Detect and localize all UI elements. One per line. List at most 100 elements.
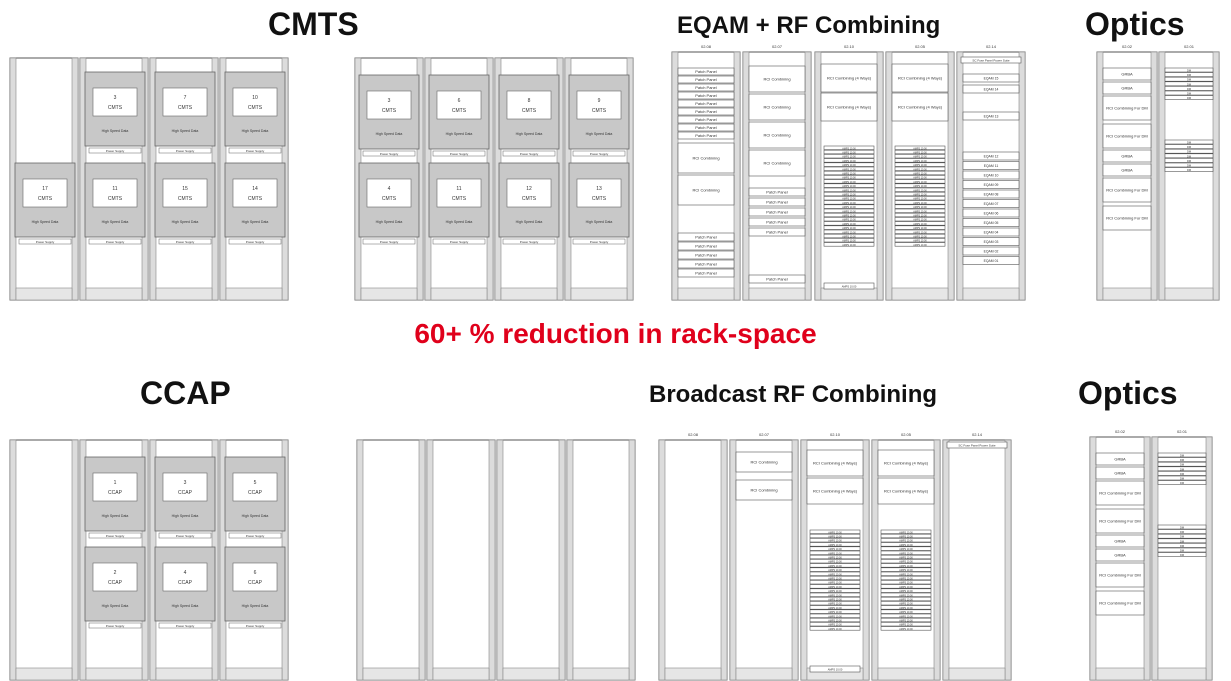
slab-label: AMPS 10.00 (828, 536, 842, 539)
slab-label: AMPS 10.00 (828, 594, 842, 597)
slab-label: AMPS 10.00 (899, 544, 913, 547)
slab-box (1102, 95, 1152, 121)
patch-panel: Patch Panel (748, 274, 806, 284)
eqam-unit: EQAM 05 (962, 218, 1020, 227)
slab-box (1102, 81, 1152, 95)
slab-box (809, 580, 861, 585)
slab-box (894, 191, 946, 197)
slab-box (677, 142, 735, 174)
gr-unit: GRBA (1095, 548, 1145, 562)
slab-box (677, 91, 735, 100)
amp-unit: AMPS 10.00 (894, 208, 946, 213)
slab-label: AMPS 10.00 (899, 586, 913, 589)
slab-label: DM (1180, 481, 1184, 485)
rack-base (85, 667, 143, 681)
rack-base (962, 287, 1020, 301)
slab-box (809, 622, 861, 627)
rack-base (362, 667, 420, 681)
slab-box (1164, 158, 1214, 163)
chassis-label: CMTS (592, 196, 607, 202)
amp-unit: AMPS 10.00 (823, 179, 875, 184)
amp-unit: AMPS 10.00 (809, 596, 861, 602)
slab-box (823, 282, 875, 290)
slab-label: AMPS 10.00 (899, 603, 913, 606)
chassis-label: CCAP (178, 580, 193, 586)
slab-label: EQAM 12 (984, 155, 999, 159)
slab-box (1157, 533, 1207, 539)
slab-box (962, 151, 1020, 161)
optics-title-bottom: Optics (1078, 375, 1178, 411)
amp-unit: AMPS 10.00 (880, 601, 932, 606)
slab-label: AMPS 10.00 (899, 548, 913, 551)
amp-unit: AMPS 10.00 (823, 225, 875, 230)
eqam-unit: EQAM 07 (962, 199, 1020, 208)
rack-rail-left (9, 439, 17, 681)
chassis-psu-label: Power Supply (246, 534, 265, 538)
slab-label: Patch Panel (766, 190, 788, 195)
slab-box (891, 92, 949, 122)
slab-label: DM (1187, 145, 1191, 149)
optic-module: DM (1157, 461, 1207, 467)
chassis-psu (228, 147, 282, 154)
chassis-display (232, 472, 278, 502)
slab-box (1157, 543, 1207, 548)
slab-box (823, 208, 875, 213)
slab-box (823, 233, 875, 239)
slab-label: DM (1187, 82, 1191, 86)
chassis-slot-label: High Speed Data (32, 220, 59, 224)
gr-unit: GRBA (1102, 81, 1152, 95)
chassis-psu (158, 238, 212, 245)
rf-combining-unit: RCI Combining (735, 451, 793, 473)
slab-box (1157, 471, 1207, 476)
slab-label: AMPS 10.00 (899, 540, 913, 543)
slab-box (823, 217, 875, 222)
slab-label: AMPS 10.00 (913, 168, 927, 171)
slab-label: AMPS 10.00 (913, 219, 927, 222)
slab-label: AMPS 10.00 (899, 565, 913, 568)
chassis-psu (158, 622, 212, 629)
slab-box (677, 83, 735, 92)
rack-rail-right (71, 439, 79, 681)
eqam-unit: EQAM 14 (962, 84, 1020, 94)
rack-id: 02.02 (1122, 44, 1133, 49)
slab-box (894, 217, 946, 222)
chassis-psu (362, 150, 416, 157)
slab-label: Patch Panel (695, 262, 717, 267)
slab-label: AMPS 10.00 (828, 552, 842, 555)
chassis-display (506, 90, 552, 120)
chassis-display (92, 562, 138, 592)
slab-label: AMPS 10.00 (913, 202, 927, 205)
chassis-slot-label: High Speed Data (516, 220, 543, 224)
slab-label: RCI Combining (763, 105, 790, 110)
slab-label: DM (1180, 454, 1184, 458)
slab-label: EQAM 08 (984, 193, 999, 197)
slab-label: DM (1187, 78, 1191, 82)
amp-unit: AMPS 10.00 (823, 217, 875, 222)
chassis-number: 17 (42, 186, 48, 192)
amp-unit: AMPS 10.00 (809, 546, 861, 551)
slab-box (677, 250, 735, 260)
rack-rail-right (558, 439, 566, 681)
amp-unit: AMPS 10.00 (894, 191, 946, 197)
patch-panel: Patch Panel (677, 268, 735, 278)
slab-label: EQAM 06 (984, 212, 999, 216)
rack-rail-right (1150, 51, 1158, 301)
rack-rail-right (488, 439, 496, 681)
chassis-psu (432, 150, 486, 157)
slab-box (823, 200, 875, 205)
rack-rail-right (1004, 439, 1012, 681)
slab-box (823, 187, 875, 192)
slab-box (823, 154, 875, 159)
slab-box (894, 208, 946, 213)
amp-unit: AMPS 10.00 (809, 605, 861, 610)
rack-space-reduction-headline: 60+ % reduction in rack-space (414, 318, 817, 349)
slab-label: AMPS 10.00 (828, 573, 842, 576)
patch-panel: Patch Panel (677, 131, 735, 140)
chassis-label: CCAP (108, 490, 123, 496)
slab-box (894, 149, 946, 155)
slab-label: AMPS 10.00 (842, 236, 856, 239)
